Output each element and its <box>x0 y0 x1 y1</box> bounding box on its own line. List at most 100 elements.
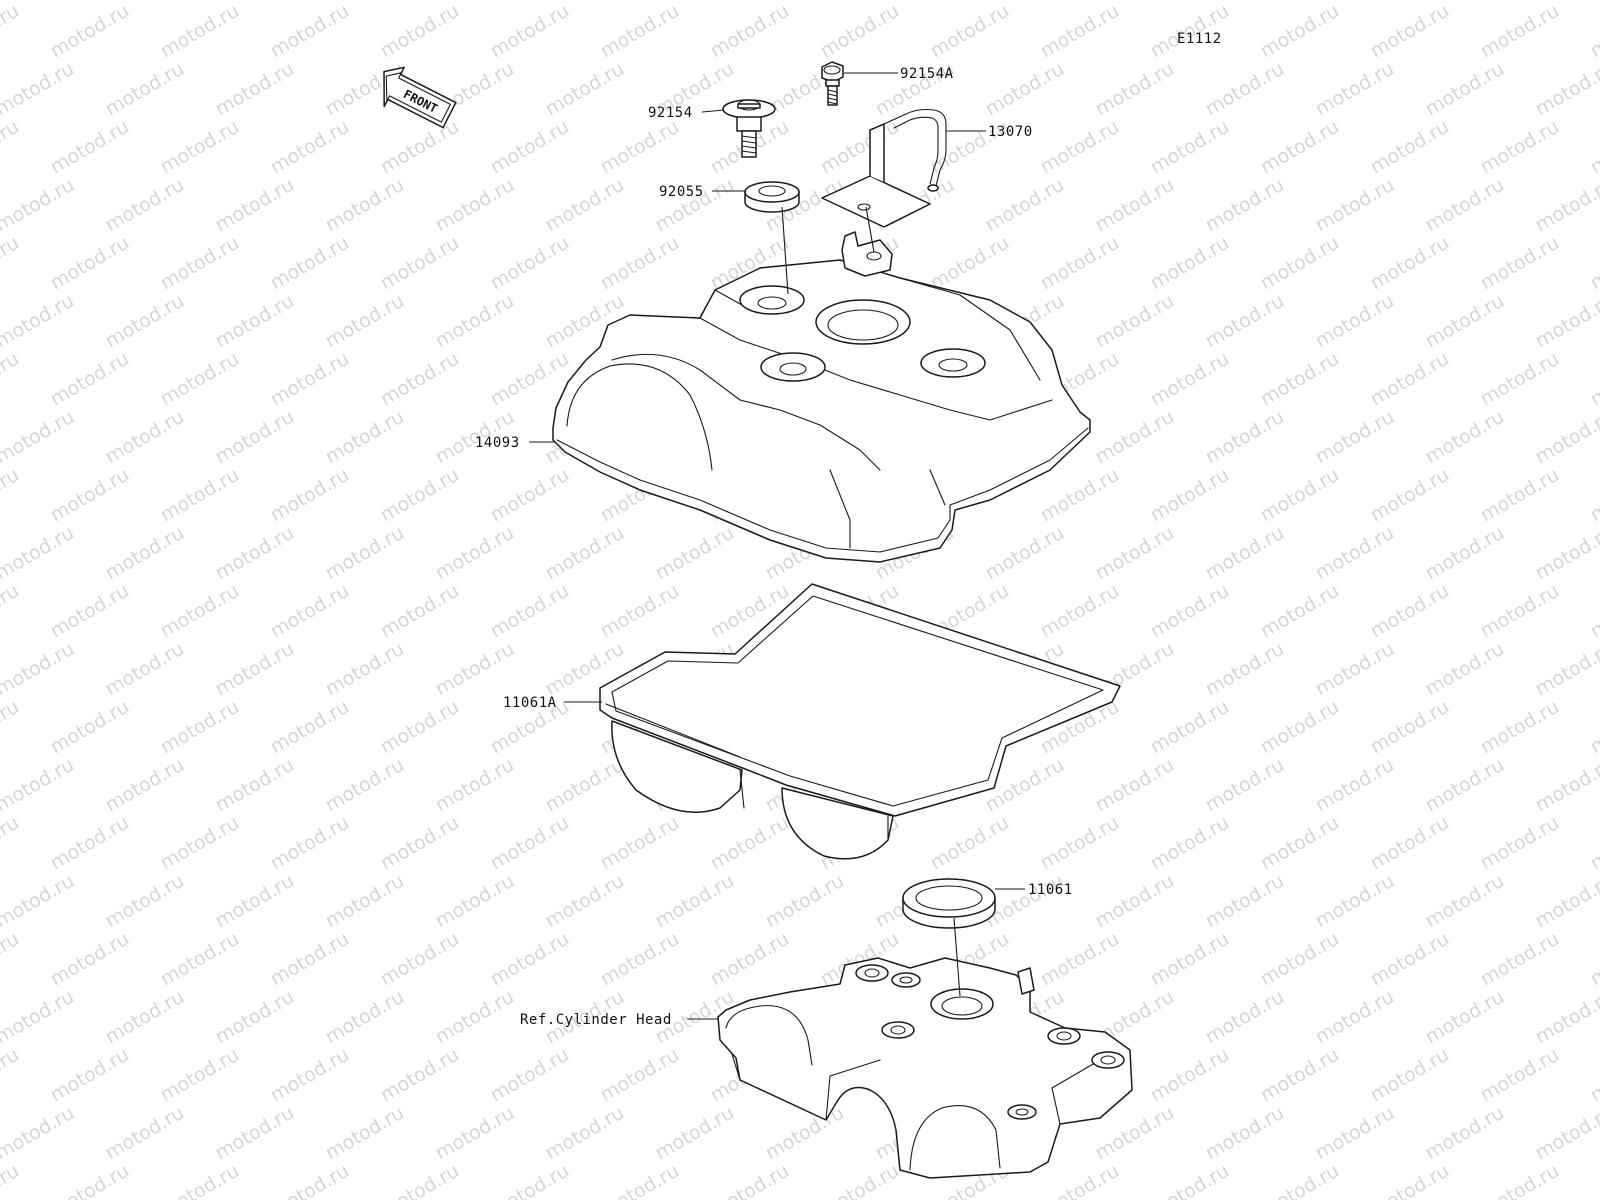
watermark-text: motod.ru <box>1587 1160 1600 1200</box>
watermark-text: motod.ru <box>212 754 298 817</box>
watermark-text: motod.ru <box>1147 232 1233 295</box>
watermark-text: motod.ru <box>432 870 518 933</box>
grommet-92055[interactable] <box>744 181 800 213</box>
watermark-text: motod.ru <box>652 1102 738 1165</box>
watermark-text: motod.ru <box>1257 116 1343 179</box>
callout-92055[interactable]: 92055 <box>659 184 704 200</box>
watermark-text: motod.ru <box>597 580 683 643</box>
watermark-text: motod.ru <box>597 116 683 179</box>
watermark-text: motod.ru <box>0 174 78 237</box>
watermark-text: motod.ru <box>1587 1044 1600 1107</box>
watermark-text: motod.ru <box>267 116 353 179</box>
watermark-text: motod.ru <box>157 348 243 411</box>
watermark-text: motod.ru <box>102 522 188 585</box>
watermark-text: motod.ru <box>1147 116 1233 179</box>
watermark-text: motod.ru <box>1532 1102 1600 1165</box>
watermark-text: motod.ru <box>212 522 298 585</box>
watermark-text: motod.ru <box>322 1102 408 1165</box>
watermark-text: motod.ru <box>1147 580 1233 643</box>
watermark-text: motod.ru <box>1532 870 1600 933</box>
watermark-text: motod.ru <box>597 928 683 991</box>
cover-gasket-11061a[interactable] <box>599 583 1121 860</box>
watermark-text: motod.ru <box>1422 406 1508 469</box>
watermark-text: motod.ru <box>1477 580 1563 643</box>
watermark-text: motod.ru <box>47 0 133 62</box>
watermark-text: motod.ru <box>982 58 1068 121</box>
watermark-text: motod.ru <box>47 348 133 411</box>
watermark-text: motod.ru <box>487 1044 573 1107</box>
cylinder-head-cover-14093[interactable] <box>552 231 1091 563</box>
watermark-text: motod.ru <box>157 1044 243 1107</box>
watermark-text: motod.ru <box>267 232 353 295</box>
watermark-text: motod.ru <box>377 928 463 991</box>
watermark-text: motod.ru <box>817 0 903 62</box>
watermark-text: motod.ru <box>1257 1044 1343 1107</box>
watermark-text: motod.ru <box>817 116 903 179</box>
bolt-92154a[interactable] <box>821 61 844 106</box>
watermark-text: motod.ru <box>1257 928 1343 991</box>
watermark-text: motod.ru <box>1037 116 1123 179</box>
watermark-text: motod.ru <box>1367 1160 1453 1200</box>
callout-ref-cylinder-head[interactable]: Ref.Cylinder Head <box>520 1012 672 1028</box>
watermark-text: motod.ru <box>1202 754 1288 817</box>
watermark-text: motod.ru <box>102 1102 188 1165</box>
watermark-text: motod.ru <box>1202 290 1288 353</box>
watermark-text: motod.ru <box>377 348 463 411</box>
watermark-text: motod.ru <box>157 232 243 295</box>
watermark-text: motod.ru <box>1202 870 1288 933</box>
watermark-text: motod.ru <box>1532 986 1600 1049</box>
watermark-text: motod.ru <box>1367 116 1453 179</box>
plug-gasket-11061[interactable] <box>902 878 996 929</box>
watermark-text: motod.ru <box>102 174 188 237</box>
watermark-text: motod.ru <box>1312 638 1398 701</box>
watermark-text: motod.ru <box>157 464 243 527</box>
watermark-text: motod.ru <box>47 116 133 179</box>
watermark-text: motod.ru <box>1532 58 1600 121</box>
watermark-text: motod.ru <box>1422 1102 1508 1165</box>
watermark-text: motod.ru <box>487 812 573 875</box>
callout-13070[interactable]: 13070 <box>988 124 1033 140</box>
watermark-text: motod.ru <box>47 928 133 991</box>
watermark-text: motod.ru <box>817 1160 903 1200</box>
ref-cylinder-head[interactable] <box>717 957 1133 1179</box>
callout-14093[interactable]: 14093 <box>475 435 520 451</box>
bracket-13070[interactable] <box>821 108 947 228</box>
watermark-text: motod.ru <box>1367 232 1453 295</box>
watermark-text: motod.ru <box>1477 696 1563 759</box>
watermark-text: motod.ru <box>432 290 518 353</box>
watermark-text: motod.ru <box>322 174 408 237</box>
watermark-text: motod.ru <box>1312 870 1398 933</box>
callout-11061[interactable]: 11061 <box>1028 882 1073 898</box>
watermark-text: motod.ru <box>1147 464 1233 527</box>
watermark-text: motod.ru <box>212 986 298 1049</box>
watermark-text: motod.ru <box>432 522 518 585</box>
watermark-text: motod.ru <box>1092 522 1178 585</box>
watermark-text: motod.ru <box>377 580 463 643</box>
bolt-92154[interactable] <box>722 99 776 158</box>
watermark-text: motod.ru <box>1477 1160 1563 1200</box>
watermark-text: motod.ru <box>1147 1044 1233 1107</box>
watermark-text: motod.ru <box>597 1044 683 1107</box>
watermark-text: motod.ru <box>0 870 78 933</box>
watermark-text: motod.ru <box>1532 174 1600 237</box>
watermark-text: motod.ru <box>1092 870 1178 933</box>
watermark-text: motod.ru <box>212 406 298 469</box>
callout-11061a[interactable]: 11061A <box>503 695 557 711</box>
callout-92154[interactable]: 92154 <box>648 105 693 121</box>
watermark-text: motod.ru <box>1422 870 1508 933</box>
watermark-text: motod.ru <box>47 232 133 295</box>
watermark-text: motod.ru <box>1477 1044 1563 1107</box>
watermark-text: motod.ru <box>1532 290 1600 353</box>
watermark-text: motod.ru <box>377 116 463 179</box>
watermark-text: motod.ru <box>1532 0 1600 4</box>
watermark-text: motod.ru <box>982 522 1068 585</box>
watermark-text: motod.ru <box>267 464 353 527</box>
watermark-text: motod.ru <box>597 232 683 295</box>
watermark-text: motod.ru <box>377 0 463 62</box>
watermark-text: motod.ru <box>0 754 78 817</box>
watermark-text: motod.ru <box>0 928 23 991</box>
watermark-text: motod.ru <box>1202 174 1288 237</box>
watermark-text: motod.ru <box>322 406 408 469</box>
watermark-text: motod.ru <box>1202 58 1288 121</box>
callout-92154a[interactable]: 92154A <box>900 66 954 82</box>
